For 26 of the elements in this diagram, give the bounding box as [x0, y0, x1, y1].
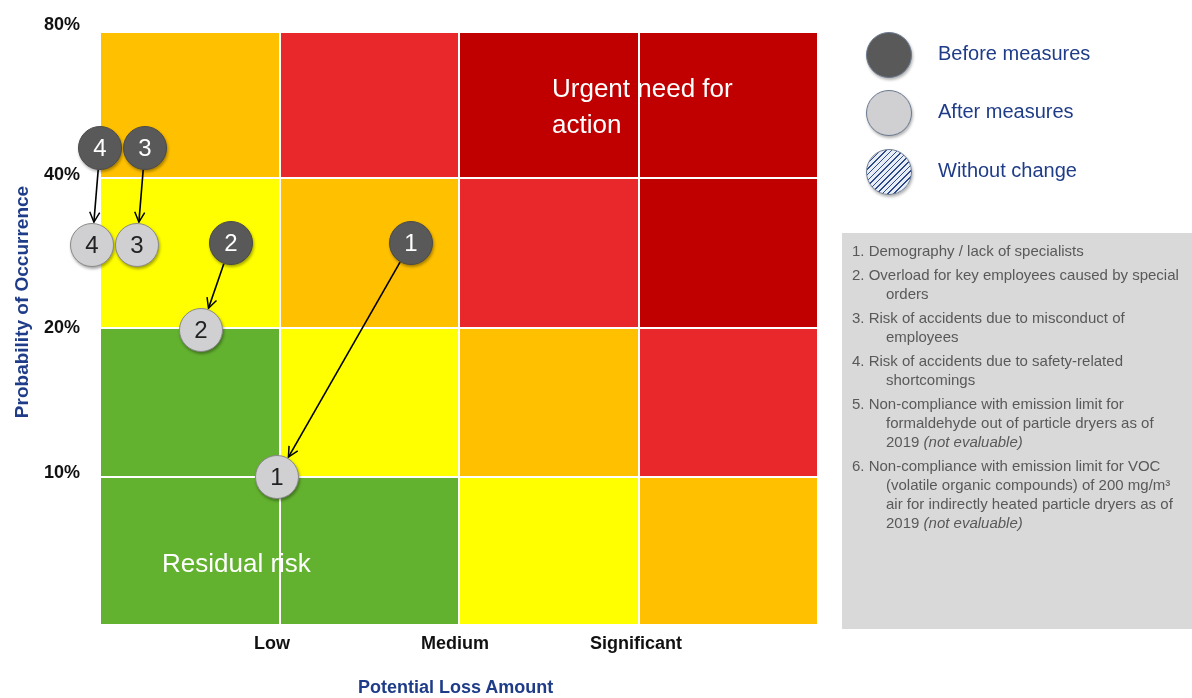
legend-text: Before measures [938, 42, 1091, 65]
arrow [89, 169, 101, 223]
note-item: 2. Overload for key employees caused by special orders [852, 265, 1180, 303]
zone-label: Urgent need for action [552, 72, 734, 141]
legend-text: Without change [938, 159, 1077, 182]
note-item: 6. Non-compliance with emission limit for VOC (volatile organic compounds) of 200 mg/m³ air for indirectly heated particle dryers as of 2019 (not evaluable) [852, 456, 1174, 532]
arrow [287, 261, 401, 458]
note-item: 4. Risk of accidents due to safety-related shortcomings [852, 351, 1124, 389]
risk-marker-circle: 4 [78, 126, 122, 170]
axis-tick-label: Low [254, 633, 290, 654]
axis-tick-label: 40% [43, 164, 80, 185]
axis-tick-label: 80% [43, 14, 80, 35]
axis-tick-label: 20% [43, 317, 80, 338]
axis-title: Potential Loss Amount [358, 677, 554, 698]
note-item: 3. Risk of accidents due to misconduct of employees [852, 308, 1126, 346]
note-item: 5. Non-compliance with emission limit for formaldehyde out of particle dryers as of 2019 (not evaluable) [852, 394, 1155, 451]
axis-tick-label: Significant [590, 633, 682, 654]
axis-title: Probability of Occurrence [11, 185, 33, 419]
axis-tick-label: Medium [421, 633, 489, 654]
axis-tick-label: 10% [43, 462, 80, 483]
arrow [134, 169, 146, 223]
notes-panel [842, 233, 1192, 629]
legend-text: After measures [938, 100, 1074, 123]
arrow [206, 263, 225, 310]
note-item: 1. Demography / lack of specialists [852, 241, 1085, 260]
risk-marker-circle: 4 [70, 223, 114, 267]
